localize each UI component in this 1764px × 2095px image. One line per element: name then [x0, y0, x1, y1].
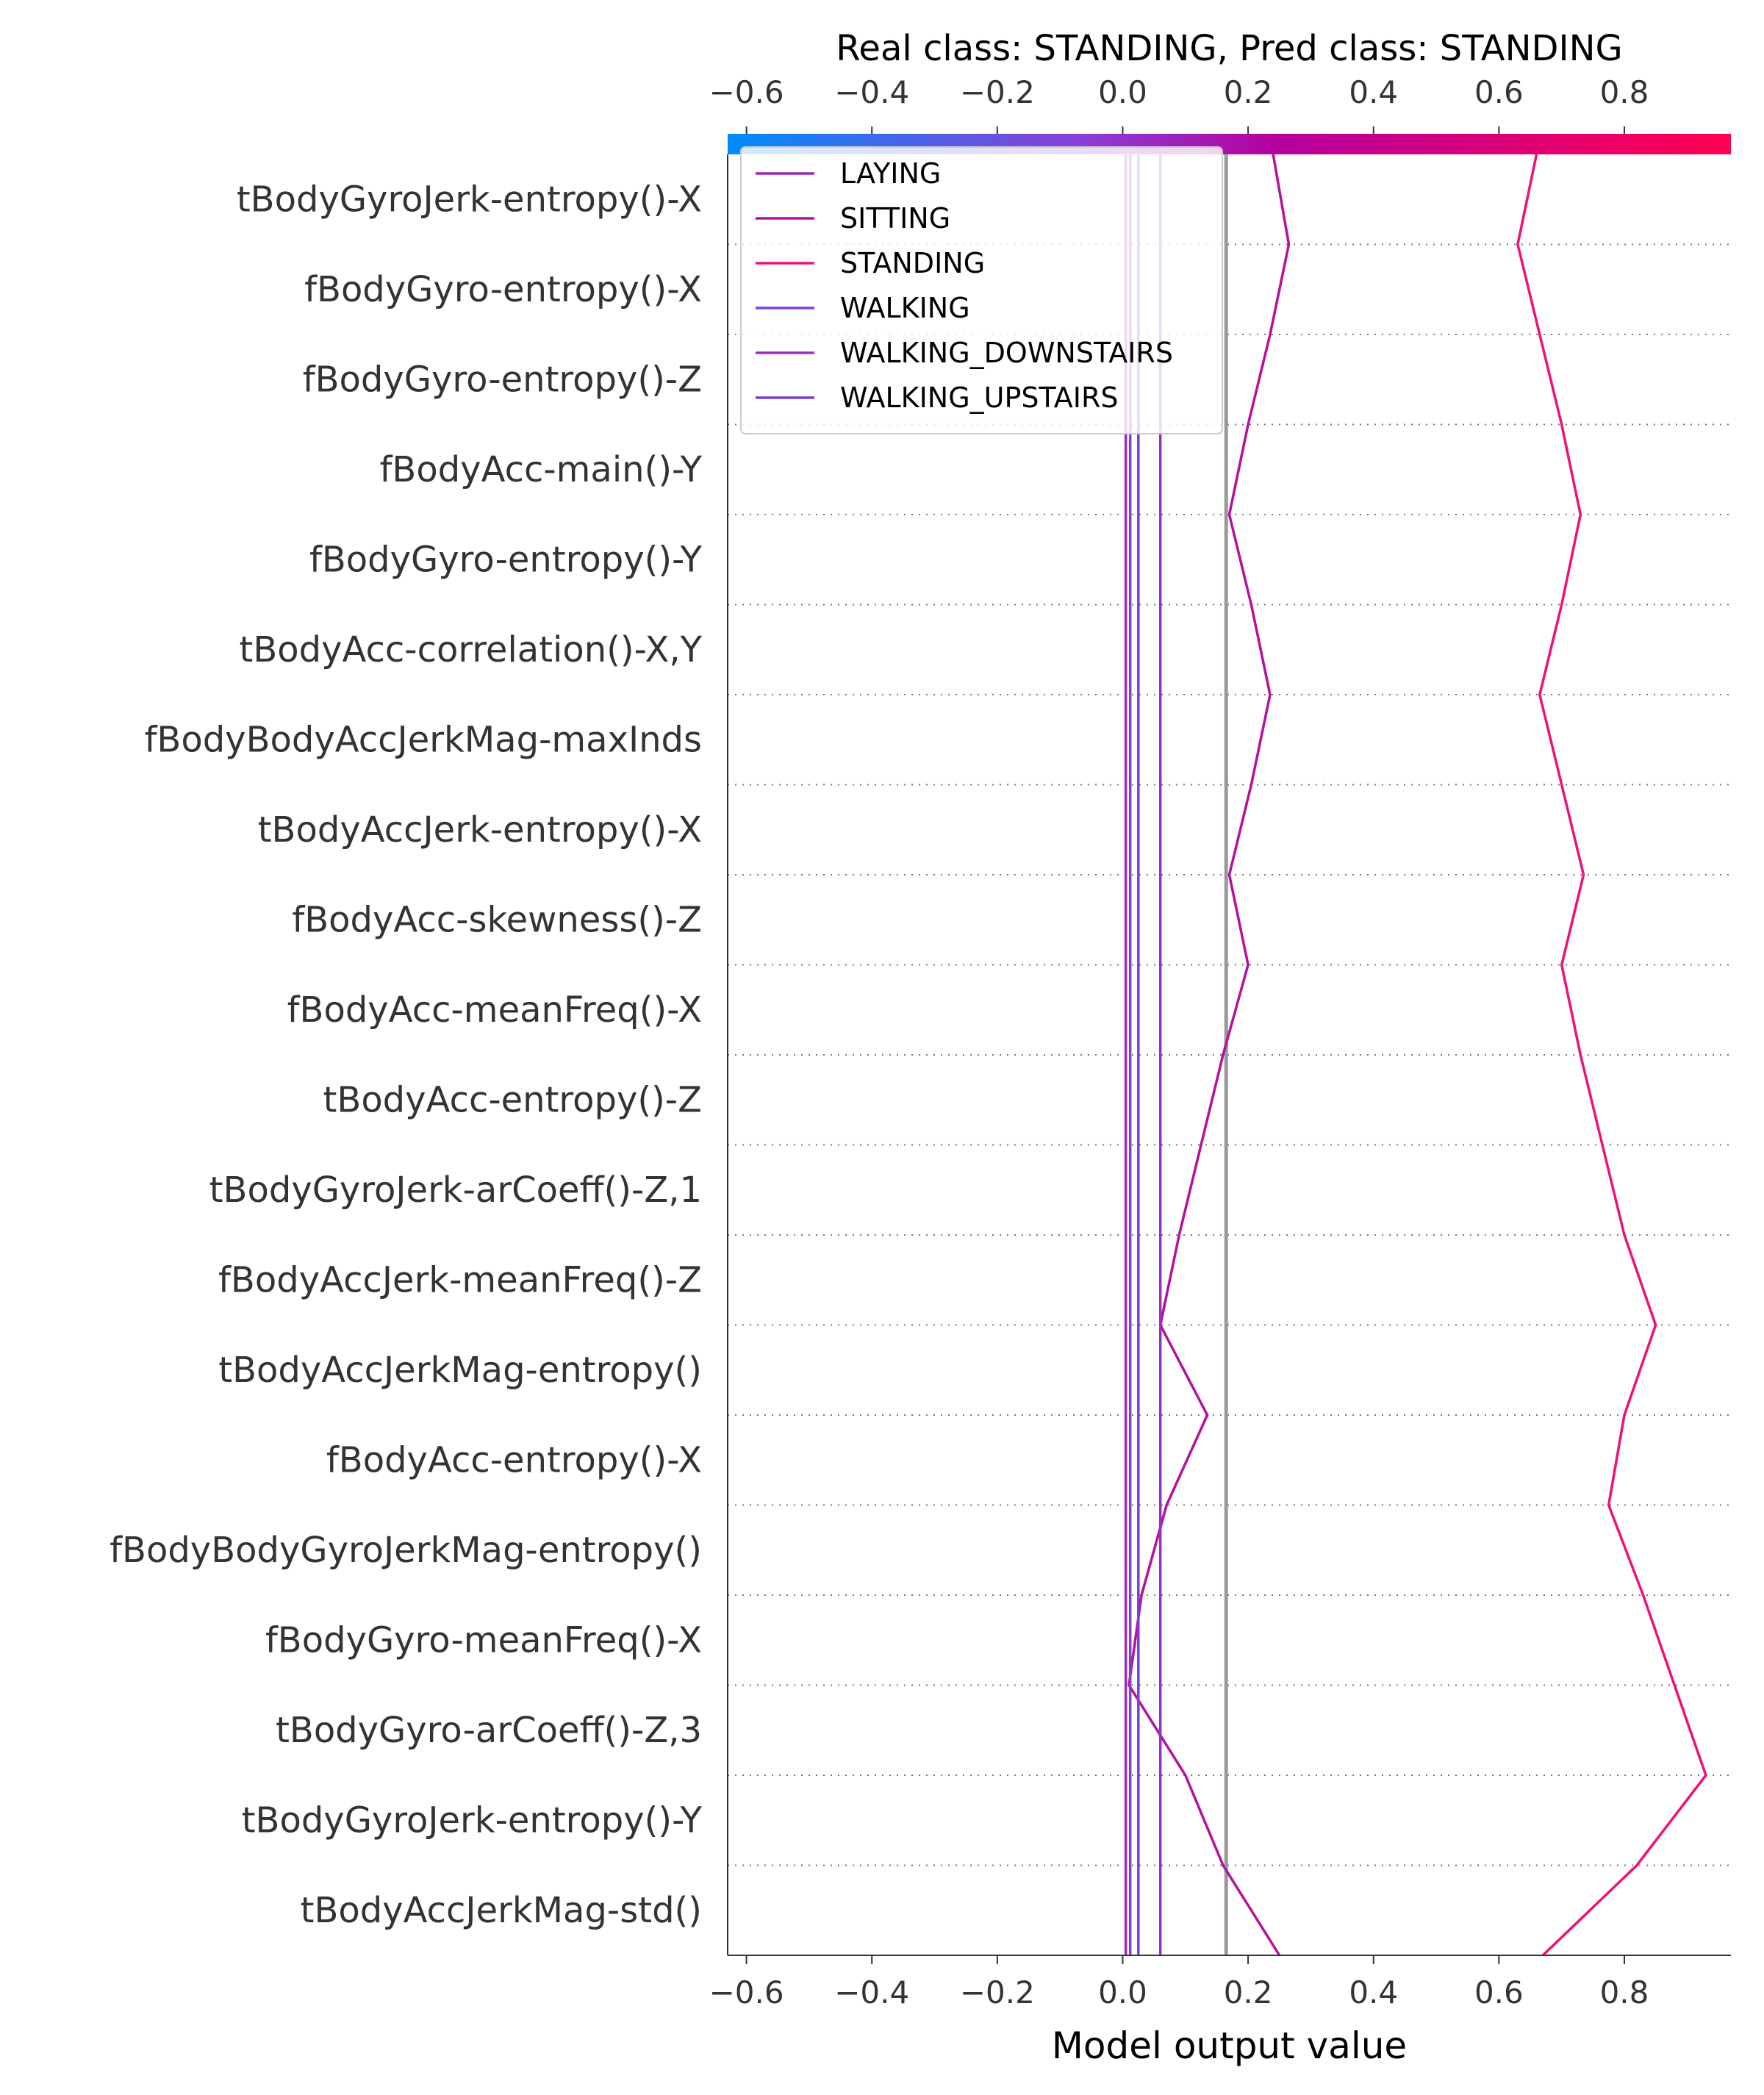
- series-line-sitting: [1127, 154, 1291, 1956]
- x-tick-label-top: 0.4: [1349, 74, 1398, 110]
- legend-entry: WALKING_DOWNSTAIRS: [840, 337, 1173, 369]
- feature-label: fBodyGyro-entropy()-Y: [309, 539, 703, 580]
- chart-title: Real class: STANDING, Pred class: STANDI…: [836, 28, 1623, 69]
- series-lines: [1124, 154, 1707, 1957]
- feature-label: fBodyAccJerk-meanFreq()-Z: [218, 1259, 702, 1300]
- feature-label: tBodyAccJerk-entropy()-X: [258, 809, 702, 850]
- feature-label: fBodyAcc-meanFreq()-X: [287, 989, 702, 1031]
- feature-label: fBodyAcc-main()-Y: [380, 449, 703, 490]
- legend-entry: SITTING: [840, 202, 950, 234]
- x-tick-label-top: −0.6: [709, 74, 784, 110]
- legend: LAYING SITTING STANDING WALKING WALKING_DOWN…: [740, 146, 1223, 434]
- x-tick-label-bottom: 0.4: [1349, 1974, 1398, 2010]
- x-tick-label-bottom: 0.0: [1098, 1974, 1147, 2010]
- x-tick-label-top: −0.4: [834, 74, 909, 110]
- feature-label: fBodyAcc-entropy()-X: [326, 1439, 702, 1480]
- x-tick-label-top: 0.6: [1474, 74, 1524, 110]
- x-tick-label-top: 0.2: [1224, 74, 1273, 110]
- x-tick-label-top: 0.0: [1098, 74, 1147, 110]
- feature-labels: tBodyGyroJerk-entropy()-X fBodyGyro-entro…: [110, 179, 703, 1931]
- x-tick-label-bottom: 0.8: [1600, 1974, 1649, 2010]
- feature-label: fBodyGyro-meanFreq()-X: [265, 1619, 702, 1661]
- feature-label: fBodyGyro-entropy()-X: [304, 269, 702, 310]
- feature-label: fBodyBodyGyroJerkMag-entropy(): [110, 1530, 702, 1571]
- legend-entry: WALKING: [840, 292, 970, 324]
- feature-label: tBodyAcc-correlation()-X,Y: [240, 629, 703, 670]
- axes: −0.6 −0.6 −0.4 −0.4 −0.2 −0.2 0.0 0.0 0.2 0.2 0.4 0…: [709, 74, 1731, 2010]
- feature-label: tBodyAccJerkMag-entropy(): [218, 1350, 702, 1391]
- feature-label: tBodyGyro-arCoeff()-Z,3: [276, 1710, 702, 1751]
- x-axis-label: Model output value: [1052, 2024, 1407, 2067]
- series-line-standing: [1516, 154, 1707, 1957]
- feature-label: tBodyGyroJerk-arCoeff()-Z,1: [209, 1170, 702, 1211]
- feature-label: fBodyGyro-entropy()-Z: [303, 359, 702, 400]
- legend-entry: LAYING: [840, 157, 941, 190]
- x-tick-label-top: 0.8: [1600, 74, 1649, 110]
- x-tick-label-bottom: −0.4: [834, 1974, 909, 2010]
- legend-box: [740, 146, 1223, 434]
- feature-label: fBodyBodyAccJerkMag-maxInds: [145, 719, 702, 760]
- feature-label: tBodyGyroJerk-entropy()-Y: [242, 1799, 703, 1841]
- legend-entry: STANDING: [840, 247, 985, 279]
- feature-label: fBodyAcc-skewness()-Z: [292, 899, 702, 940]
- feature-label: tBodyAcc-entropy()-Z: [323, 1079, 702, 1120]
- x-tick-label-bottom: 0.2: [1224, 1974, 1273, 2010]
- legend-entry: WALKING_UPSTAIRS: [840, 382, 1119, 414]
- feature-label: tBodyGyroJerk-entropy()-X: [237, 179, 702, 220]
- feature-label: tBodyAccJerkMag-std(): [301, 1890, 702, 1931]
- x-tick-label-top: −0.2: [960, 74, 1035, 110]
- x-tick-label-bottom: 0.6: [1474, 1974, 1524, 2010]
- x-tick-label-bottom: −0.6: [709, 1974, 784, 2010]
- x-tick-label-bottom: −0.2: [960, 1974, 1035, 2010]
